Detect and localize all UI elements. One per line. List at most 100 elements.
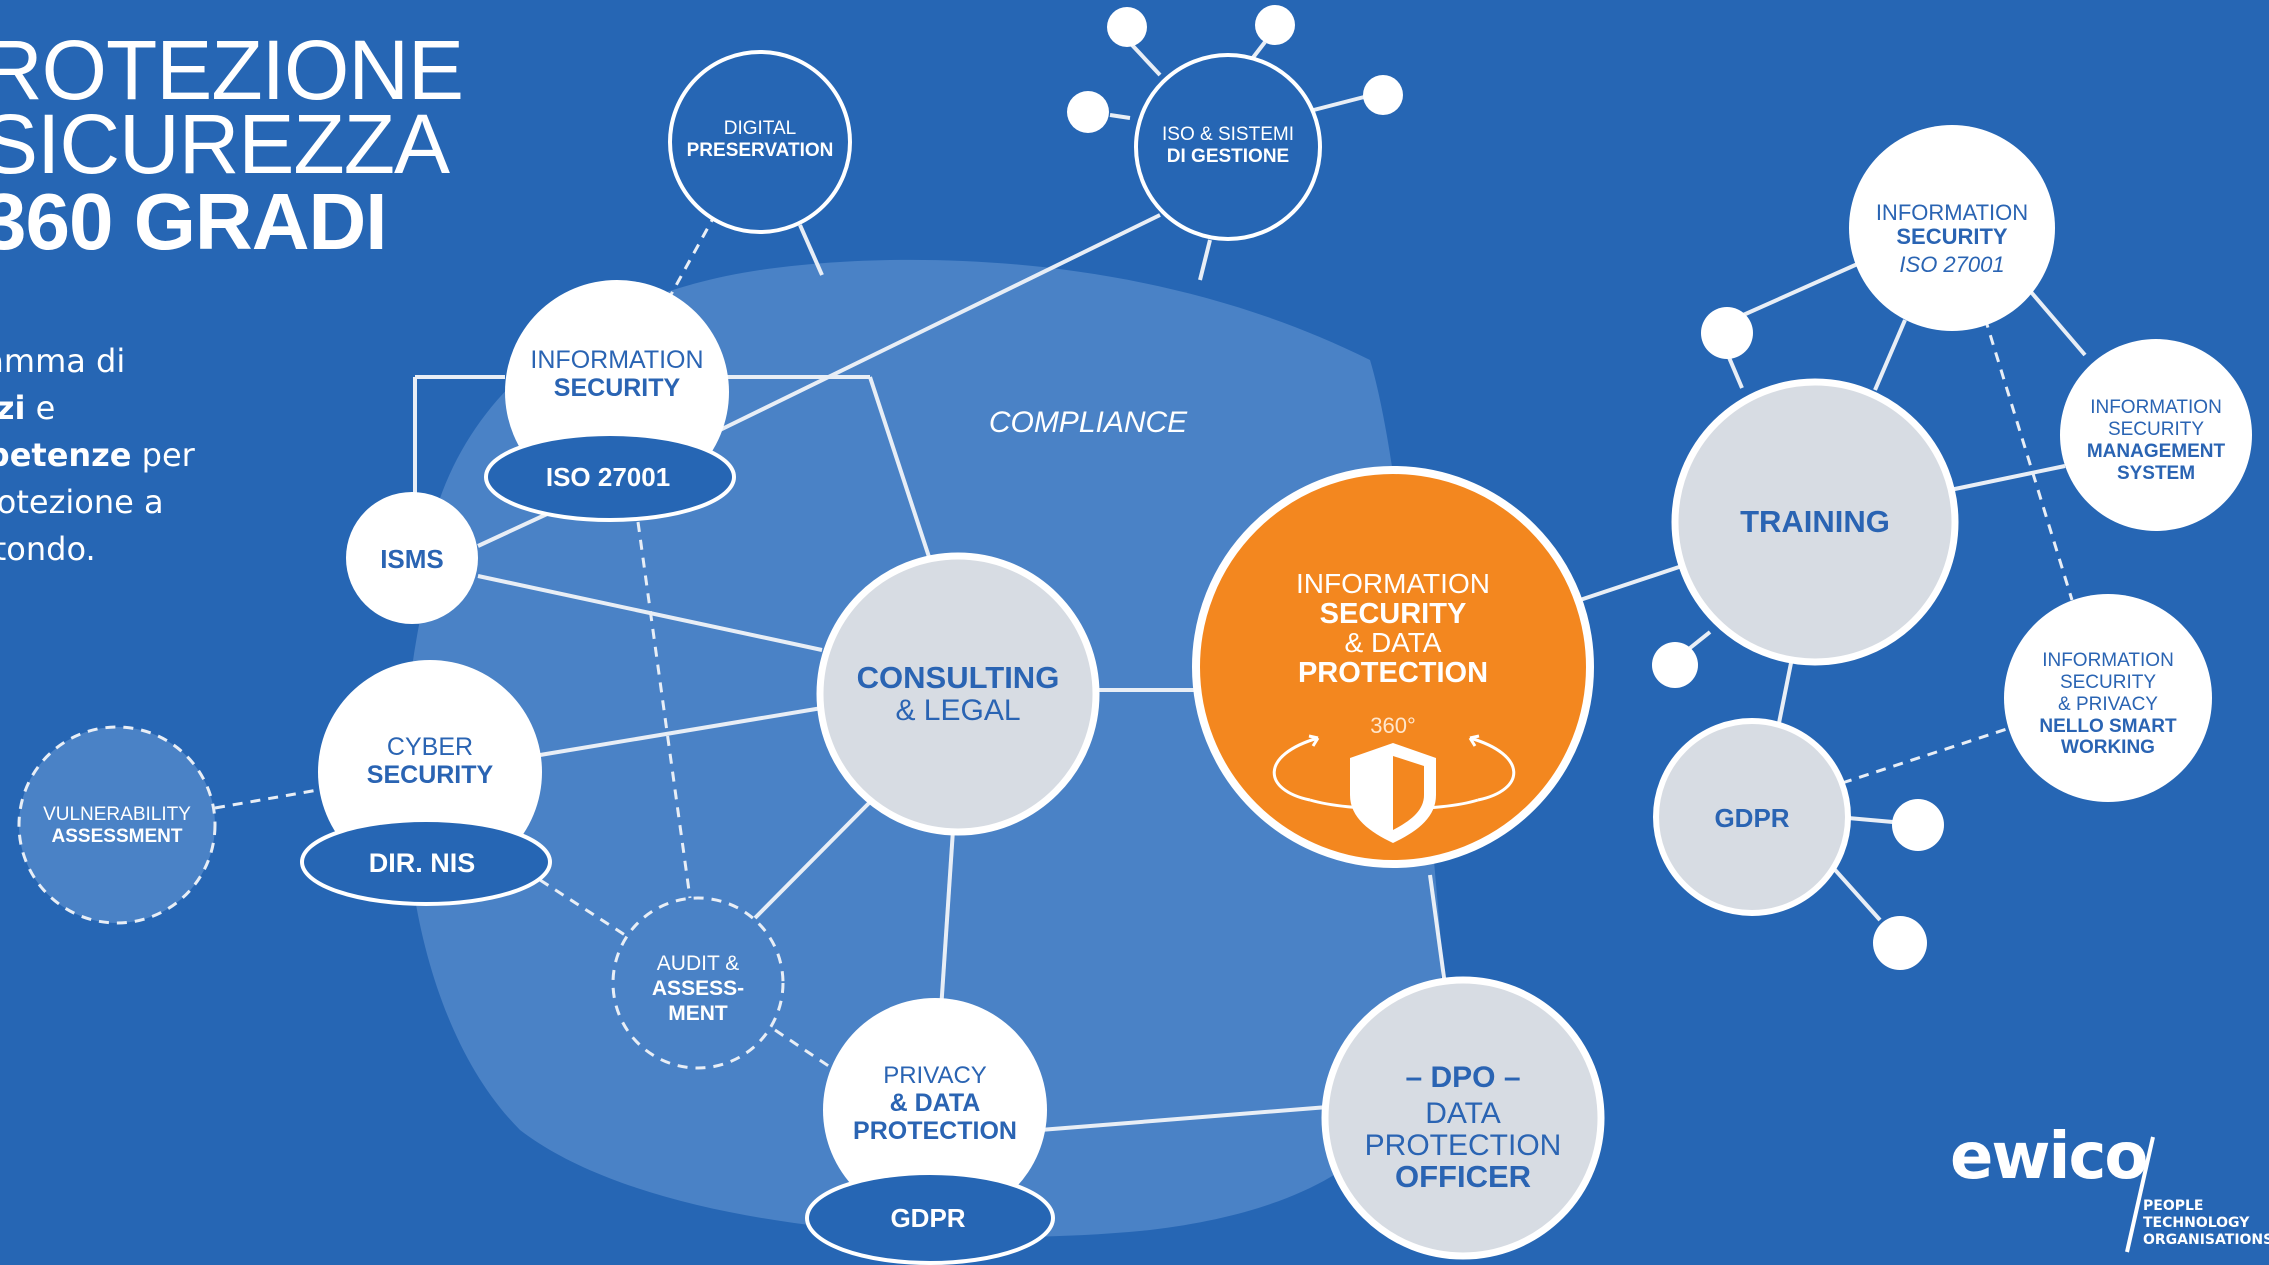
line-iso-sistemi-down	[1198, 239, 1212, 281]
intro-line-3-rest: per	[131, 436, 195, 474]
line-training-isms	[1949, 464, 2066, 492]
line-iso-spoke-1	[1130, 43, 1162, 77]
gdpr-right-text: GDPR	[1714, 803, 1789, 833]
smart-line-3: & PRIVACY	[2058, 694, 2158, 715]
connector-lines	[413, 40, 2087, 1132]
cyber-line-2: SECURITY	[367, 761, 494, 789]
dpo-line-1: – DPO –	[1405, 1061, 1520, 1094]
node-center-infosec-data-protection: INFORMATION SECURITY & DATA PROTECTION 3…	[1192, 466, 1594, 868]
node-consulting-legal: CONSULTING & LEGAL	[816, 552, 1100, 836]
intro-line-1: gamma di	[0, 342, 126, 380]
audit-line-1: AUDIT &	[657, 952, 739, 975]
dot-right-1	[1701, 307, 1753, 359]
node-isms-right: INFORMATION SECURITY MANAGEMENT SYSTEM	[2060, 339, 2252, 531]
ewico-logo: ewico PEOPLE TECHNOLOGY ORGANISATIONS	[1950, 1120, 2269, 1265]
line-privacy-dpo	[1039, 1105, 1329, 1132]
dot-iso-3	[1067, 91, 1109, 133]
node-privacy-data-protection: PRIVACY & DATA PROTECTION	[823, 998, 1047, 1222]
logo-tagline: PEOPLE TECHNOLOGY ORGANISATIONS	[2143, 1198, 2269, 1249]
dash-iso-audit	[636, 521, 692, 899]
node-dir-nis: DIR. NIS	[300, 818, 552, 906]
digital-line-2: PRESERVATION	[687, 140, 834, 161]
line-infosec-right-isms	[2023, 283, 2087, 357]
audit-line-2: ASSESS-	[652, 977, 744, 1000]
isms-right-line-4: SYSTEM	[2117, 463, 2195, 484]
dir-nis-text: DIR. NIS	[369, 848, 476, 878]
infosec-right-line-2: SECURITY	[1896, 224, 2008, 249]
dash-infosec-right-smart	[1983, 317, 2074, 601]
logo-tagline-2: TECHNOLOGY	[2143, 1215, 2250, 1231]
small-dots	[1067, 5, 1944, 970]
gdpr-bottom-text: GDPR	[890, 1203, 965, 1233]
smart-line-2: SECURITY	[2060, 672, 2156, 693]
training-text: TRAINING	[1740, 504, 1890, 539]
node-digital-preservation: DIGITAL PRESERVATION	[668, 50, 852, 234]
dash-vuln-cyber	[214, 788, 319, 810]
node-training: TRAINING	[1671, 378, 1959, 666]
line-infosec-consulting-v	[868, 376, 932, 561]
dpo-line-2: DATA	[1425, 1097, 1501, 1130]
smart-line-1: INFORMATION	[2042, 650, 2174, 671]
infosec-left-line-2: SECURITY	[554, 374, 681, 402]
infosec-left-line-1: INFORMATION	[530, 346, 703, 374]
line-infosec-iso-sistemi	[719, 213, 1161, 432]
title-line-2: SICUREZZA	[0, 97, 450, 191]
line-consulting-audit	[753, 798, 874, 920]
intro-line-2: vizi e	[0, 385, 224, 432]
center-degrees: 360°	[1370, 713, 1416, 738]
dot-iso-1	[1107, 7, 1147, 47]
logo-tagline-1: PEOPLE	[2143, 1198, 2204, 1214]
isms-right-line-3: MANAGEMENT	[2087, 441, 2226, 462]
infosec-right-line-3: ISO 27001	[1899, 252, 2004, 277]
dash-audit-privacy	[774, 1028, 843, 1077]
intro-line-4: protezione a	[0, 483, 164, 521]
node-dpo: – DPO – DATA PROTECTION OFFICER	[1321, 976, 1605, 1260]
isms-text: ISMS	[380, 544, 444, 574]
compliance-label: COMPLIANCE	[989, 406, 1188, 439]
intro-bold-servizi: vizi	[0, 389, 26, 427]
dash-gdpr-smart	[1841, 726, 2011, 785]
intro-line-5: o tondo.	[0, 530, 96, 568]
line-training-infosec-right	[1873, 319, 1907, 391]
iso-sistemi-line-1: ISO & SISTEMI	[1162, 124, 1294, 145]
line-gdpr-small-3	[1847, 816, 1894, 824]
isms-right-line-2: SECURITY	[2108, 419, 2204, 440]
line-training-small-2	[1688, 630, 1712, 650]
line-gdpr-small-4	[1826, 860, 1882, 922]
line-cyber-consulting	[539, 706, 823, 757]
center-line-2: SECURITY	[1320, 598, 1467, 630]
privacy-line-3: PROTECTION	[853, 1117, 1017, 1145]
title-line-3: 360 GRADI	[0, 177, 387, 266]
iso-sistemi-line-2: DI GESTIONE	[1167, 146, 1289, 167]
center-line-3: & DATA	[1345, 627, 1442, 658]
center-line-1: INFORMATION	[1296, 568, 1490, 599]
node-audit-assessment: AUDIT & ASSESS- MENT	[611, 896, 785, 1070]
smart-line-5: WORKING	[2061, 737, 2155, 758]
node-vulnerability-assessment: VULNERABILITY ASSESSMENT	[17, 725, 217, 925]
intro-line-2-rest: e	[25, 389, 56, 427]
node-information-security-right: INFORMATION SECURITY ISO 27001	[1849, 125, 2055, 331]
intro-line-3: npetenze per	[0, 432, 224, 479]
cyber-line-1: CYBER	[387, 733, 473, 761]
smart-line-4: NELLO SMART	[2039, 716, 2177, 737]
intro-text: gamma di vizi e npetenze per protezione …	[0, 338, 224, 573]
dot-iso-4	[1363, 75, 1403, 115]
dot-right-3	[1892, 799, 1944, 851]
privacy-line-2: & DATA	[890, 1089, 981, 1117]
shield-icon	[1350, 743, 1436, 843]
node-iso-27001-left: ISO 27001	[484, 432, 736, 522]
dpo-line-4: OFFICER	[1395, 1159, 1531, 1194]
dot-iso-2	[1255, 5, 1295, 45]
logo-slash	[2125, 1136, 2155, 1253]
dot-right-4	[1873, 916, 1927, 970]
line-infosec-right-small	[1731, 260, 1863, 322]
node-gdpr-bottom: GDPR	[805, 1171, 1055, 1265]
title-line-1: ROTEZIONE	[0, 23, 464, 117]
audit-line-3: MENT	[668, 1002, 728, 1025]
infosec-right-line-1: INFORMATION	[1876, 200, 2028, 225]
line-training-gdpr	[1776, 657, 1794, 729]
privacy-line-1: PRIVACY	[883, 1062, 987, 1089]
line-center-training	[1579, 563, 1686, 602]
dpo-line-3: PROTECTION	[1365, 1129, 1562, 1162]
